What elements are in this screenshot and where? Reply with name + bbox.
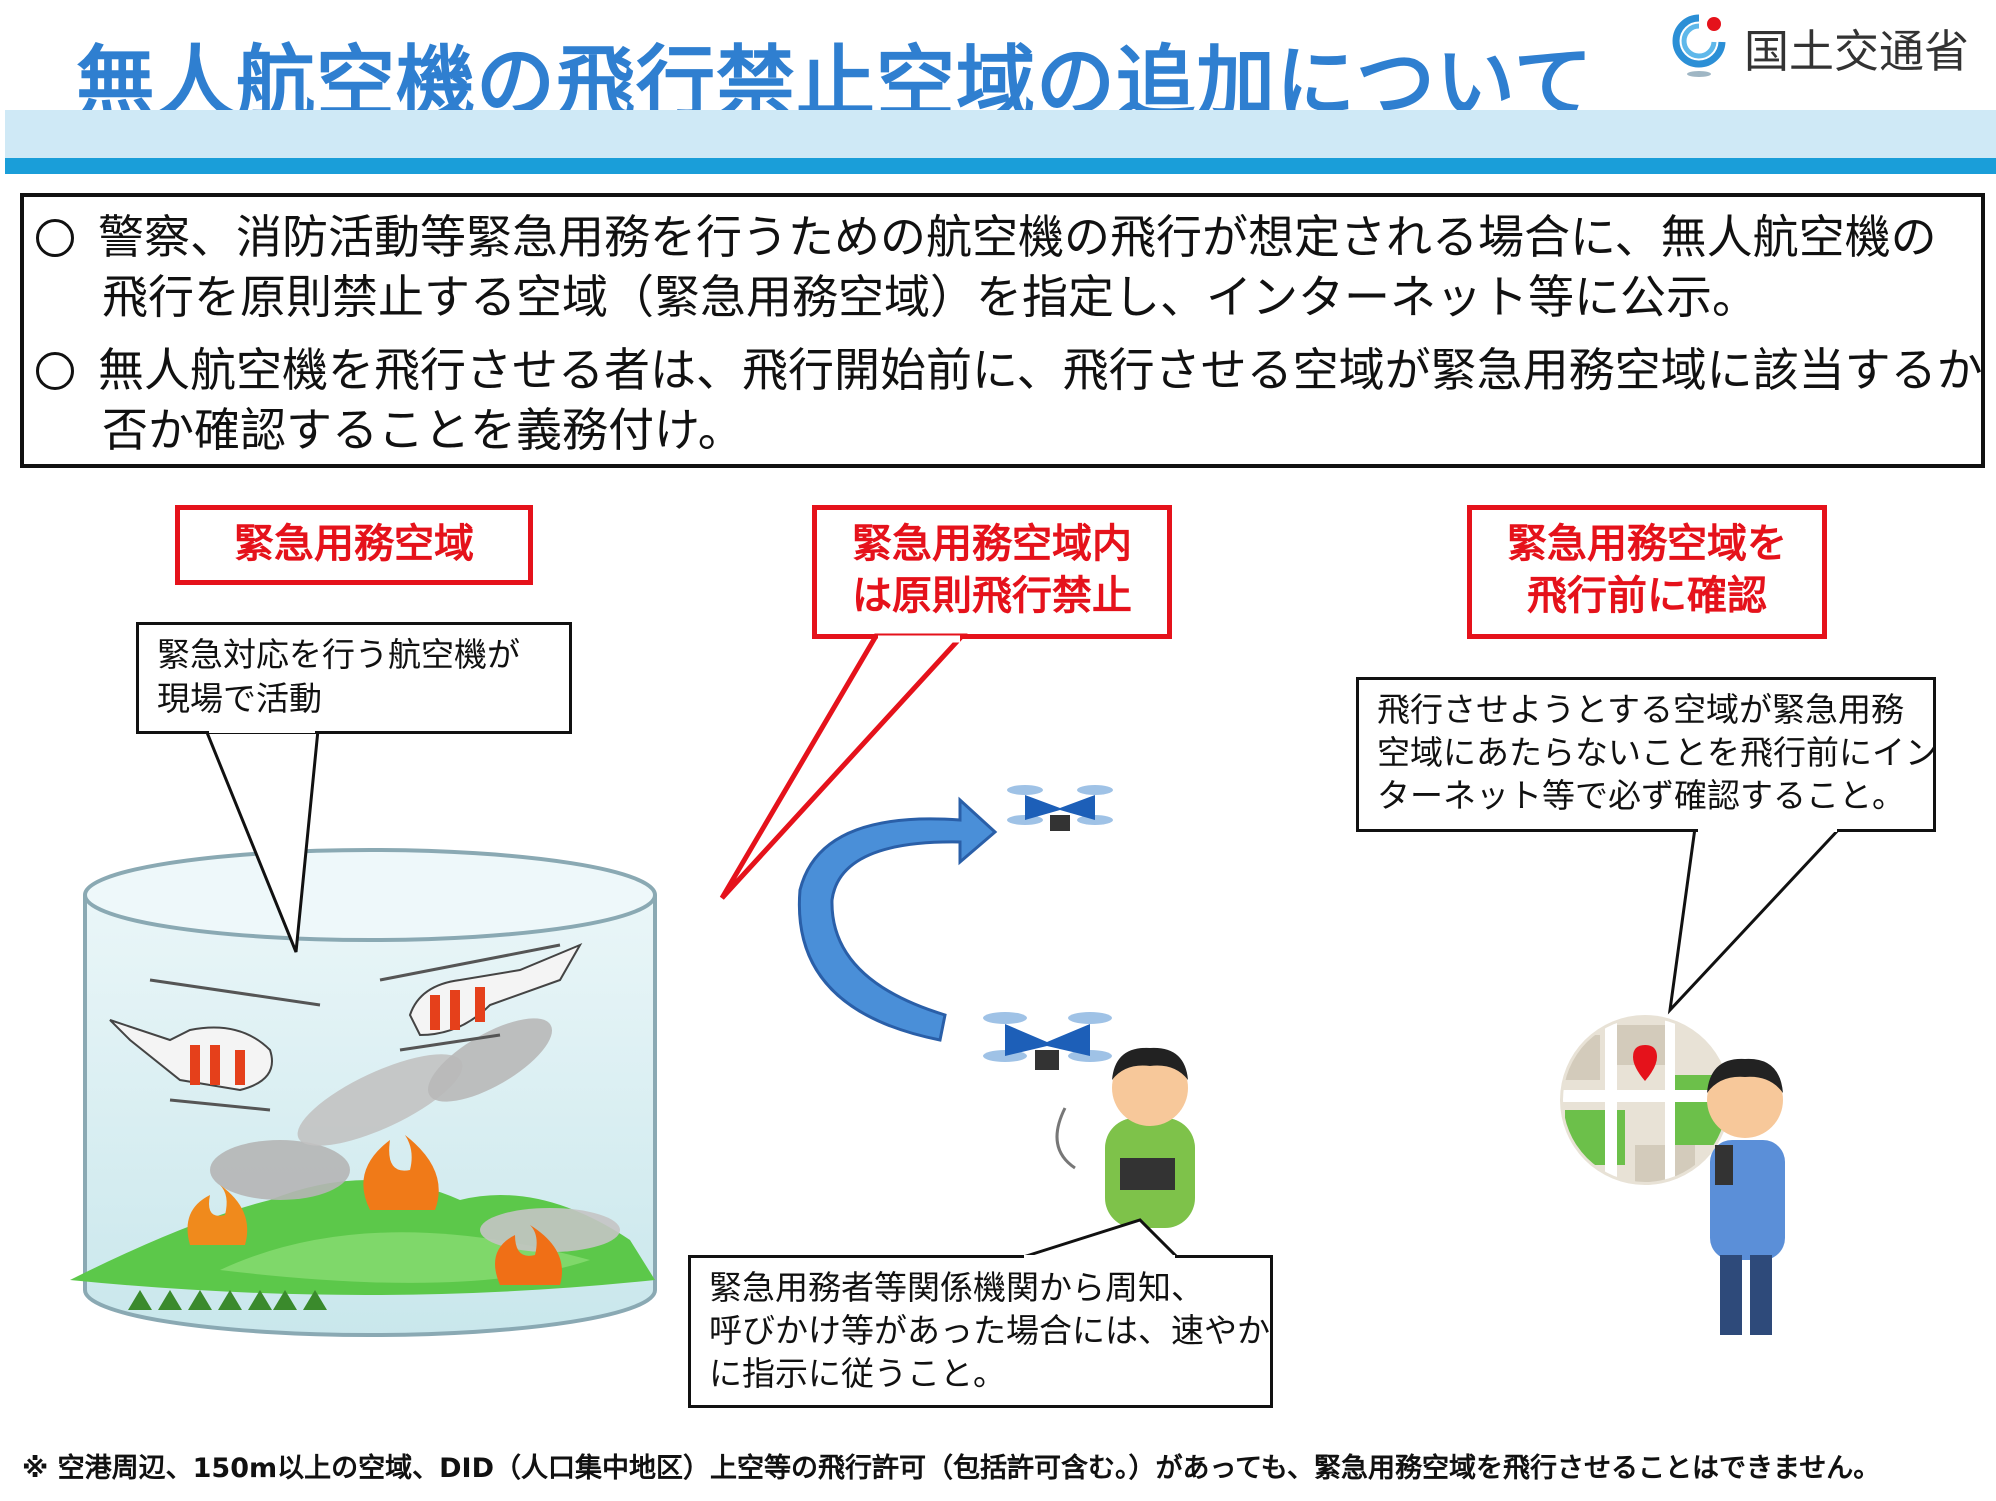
callout-check: 飛行させようとする空域が緊急用務 空域にあたらないことを飛行前にイン ターネット… xyxy=(1356,677,1938,832)
callout-notice: 緊急用務者等関係機関から周知、 呼びかけ等があった場合には、速やか に指示に従う… xyxy=(688,1255,1273,1408)
drone-flight-illustration xyxy=(797,785,1113,1042)
airspace-cylinder-illustration xyxy=(70,848,657,1337)
callout-notice-line-1: 緊急用務者等関係機関から周知、 xyxy=(709,1268,1204,1307)
callout-notice-line-2: 呼びかけ等があった場合には、速やか xyxy=(709,1311,1270,1350)
callout-aircraft-line-2: 現場で活動 xyxy=(157,679,322,718)
bullet-2-line-1: 無人航空機を飛行させる者は、飛行開始前に、飛行させる空域が緊急用務空域に該当する… xyxy=(98,343,1983,397)
label-flight-prohibited: 緊急用務空域内 は原則飛行禁止 xyxy=(812,505,1172,639)
mlit-logo-text: 国土交通省 xyxy=(1744,24,1970,78)
bullet-1-line-2: 飛行を原則禁止する空域（緊急用務空域）を指定し、インターネット等に公示。 xyxy=(102,270,1758,324)
header-band-light xyxy=(5,110,1996,158)
callout-check-line-2: 空域にあたらないことを飛行前にイン xyxy=(1377,733,1938,772)
summary-box: 警察、消防活動等緊急用務を行うための航空機の飛行が想定される場合に、無人航空機の… xyxy=(20,193,1985,468)
label-emergency-airspace: 緊急用務空域 xyxy=(175,505,533,585)
label-flight-prohibited-line-1: 緊急用務空域内 xyxy=(852,521,1132,567)
callout-aircraft: 緊急対応を行う航空機が 現場で活動 xyxy=(136,622,572,734)
curved-arrow-icon xyxy=(797,796,998,1042)
callout-aircraft-line-1: 緊急対応を行う航空機が xyxy=(157,635,520,674)
label-check-line-1: 緊急用務空域を xyxy=(1507,521,1787,567)
label-flight-prohibited-line-2: は原則飛行禁止 xyxy=(852,573,1132,619)
helicopter-left xyxy=(109,978,321,1112)
label-check-before-flight: 緊急用務空域を 飛行前に確認 xyxy=(1467,505,1827,639)
callout-check-line-3: ターネット等で必ず確認すること。 xyxy=(1377,776,1905,815)
map-check-illustration xyxy=(1560,1015,1785,1335)
summary-bullet-2: 無人航空機を飛行させる者は、飛行開始前に、飛行させる空域が緊急用務空域に該当する… xyxy=(36,340,1983,460)
bullet-1-line-1: 警察、消防活動等緊急用務を行うための航空機の飛行が想定される場合に、無人航空機の xyxy=(98,210,1937,264)
pilot-person-icon xyxy=(1105,1047,1195,1228)
map-icon xyxy=(1560,1015,1730,1185)
label-check-line-2: 飛行前に確認 xyxy=(1527,573,1767,619)
bullet-2-line-2: 否か確認することを義務付け。 xyxy=(102,403,744,457)
circle-bullet-icon xyxy=(36,219,74,257)
callout-check-line-1: 飛行させようとする空域が緊急用務 xyxy=(1377,690,1905,729)
circle-bullet-icon xyxy=(36,352,74,390)
drone-icon xyxy=(983,1012,1112,1070)
summary-bullet-1: 警察、消防活動等緊急用務を行うための航空機の飛行が想定される場合に、無人航空機の… xyxy=(36,207,1937,327)
mlit-logo-icon xyxy=(1672,14,1726,77)
helicopter-right xyxy=(379,942,583,1052)
callout-notice-line-3: に指示に従うこと。 xyxy=(709,1354,1006,1393)
mlit-logo: 国土交通省 xyxy=(1670,12,1969,82)
header-band-dark xyxy=(5,158,1996,174)
drone-icon xyxy=(1007,785,1113,831)
footnote: ※ 空港周辺、150m以上の空域、DID（人口集中地区）上空等の飛行許可（包括許… xyxy=(22,1453,1881,1484)
drone-and-pilot-illustration xyxy=(983,1012,1195,1228)
person-with-phone-icon xyxy=(1707,1058,1785,1335)
